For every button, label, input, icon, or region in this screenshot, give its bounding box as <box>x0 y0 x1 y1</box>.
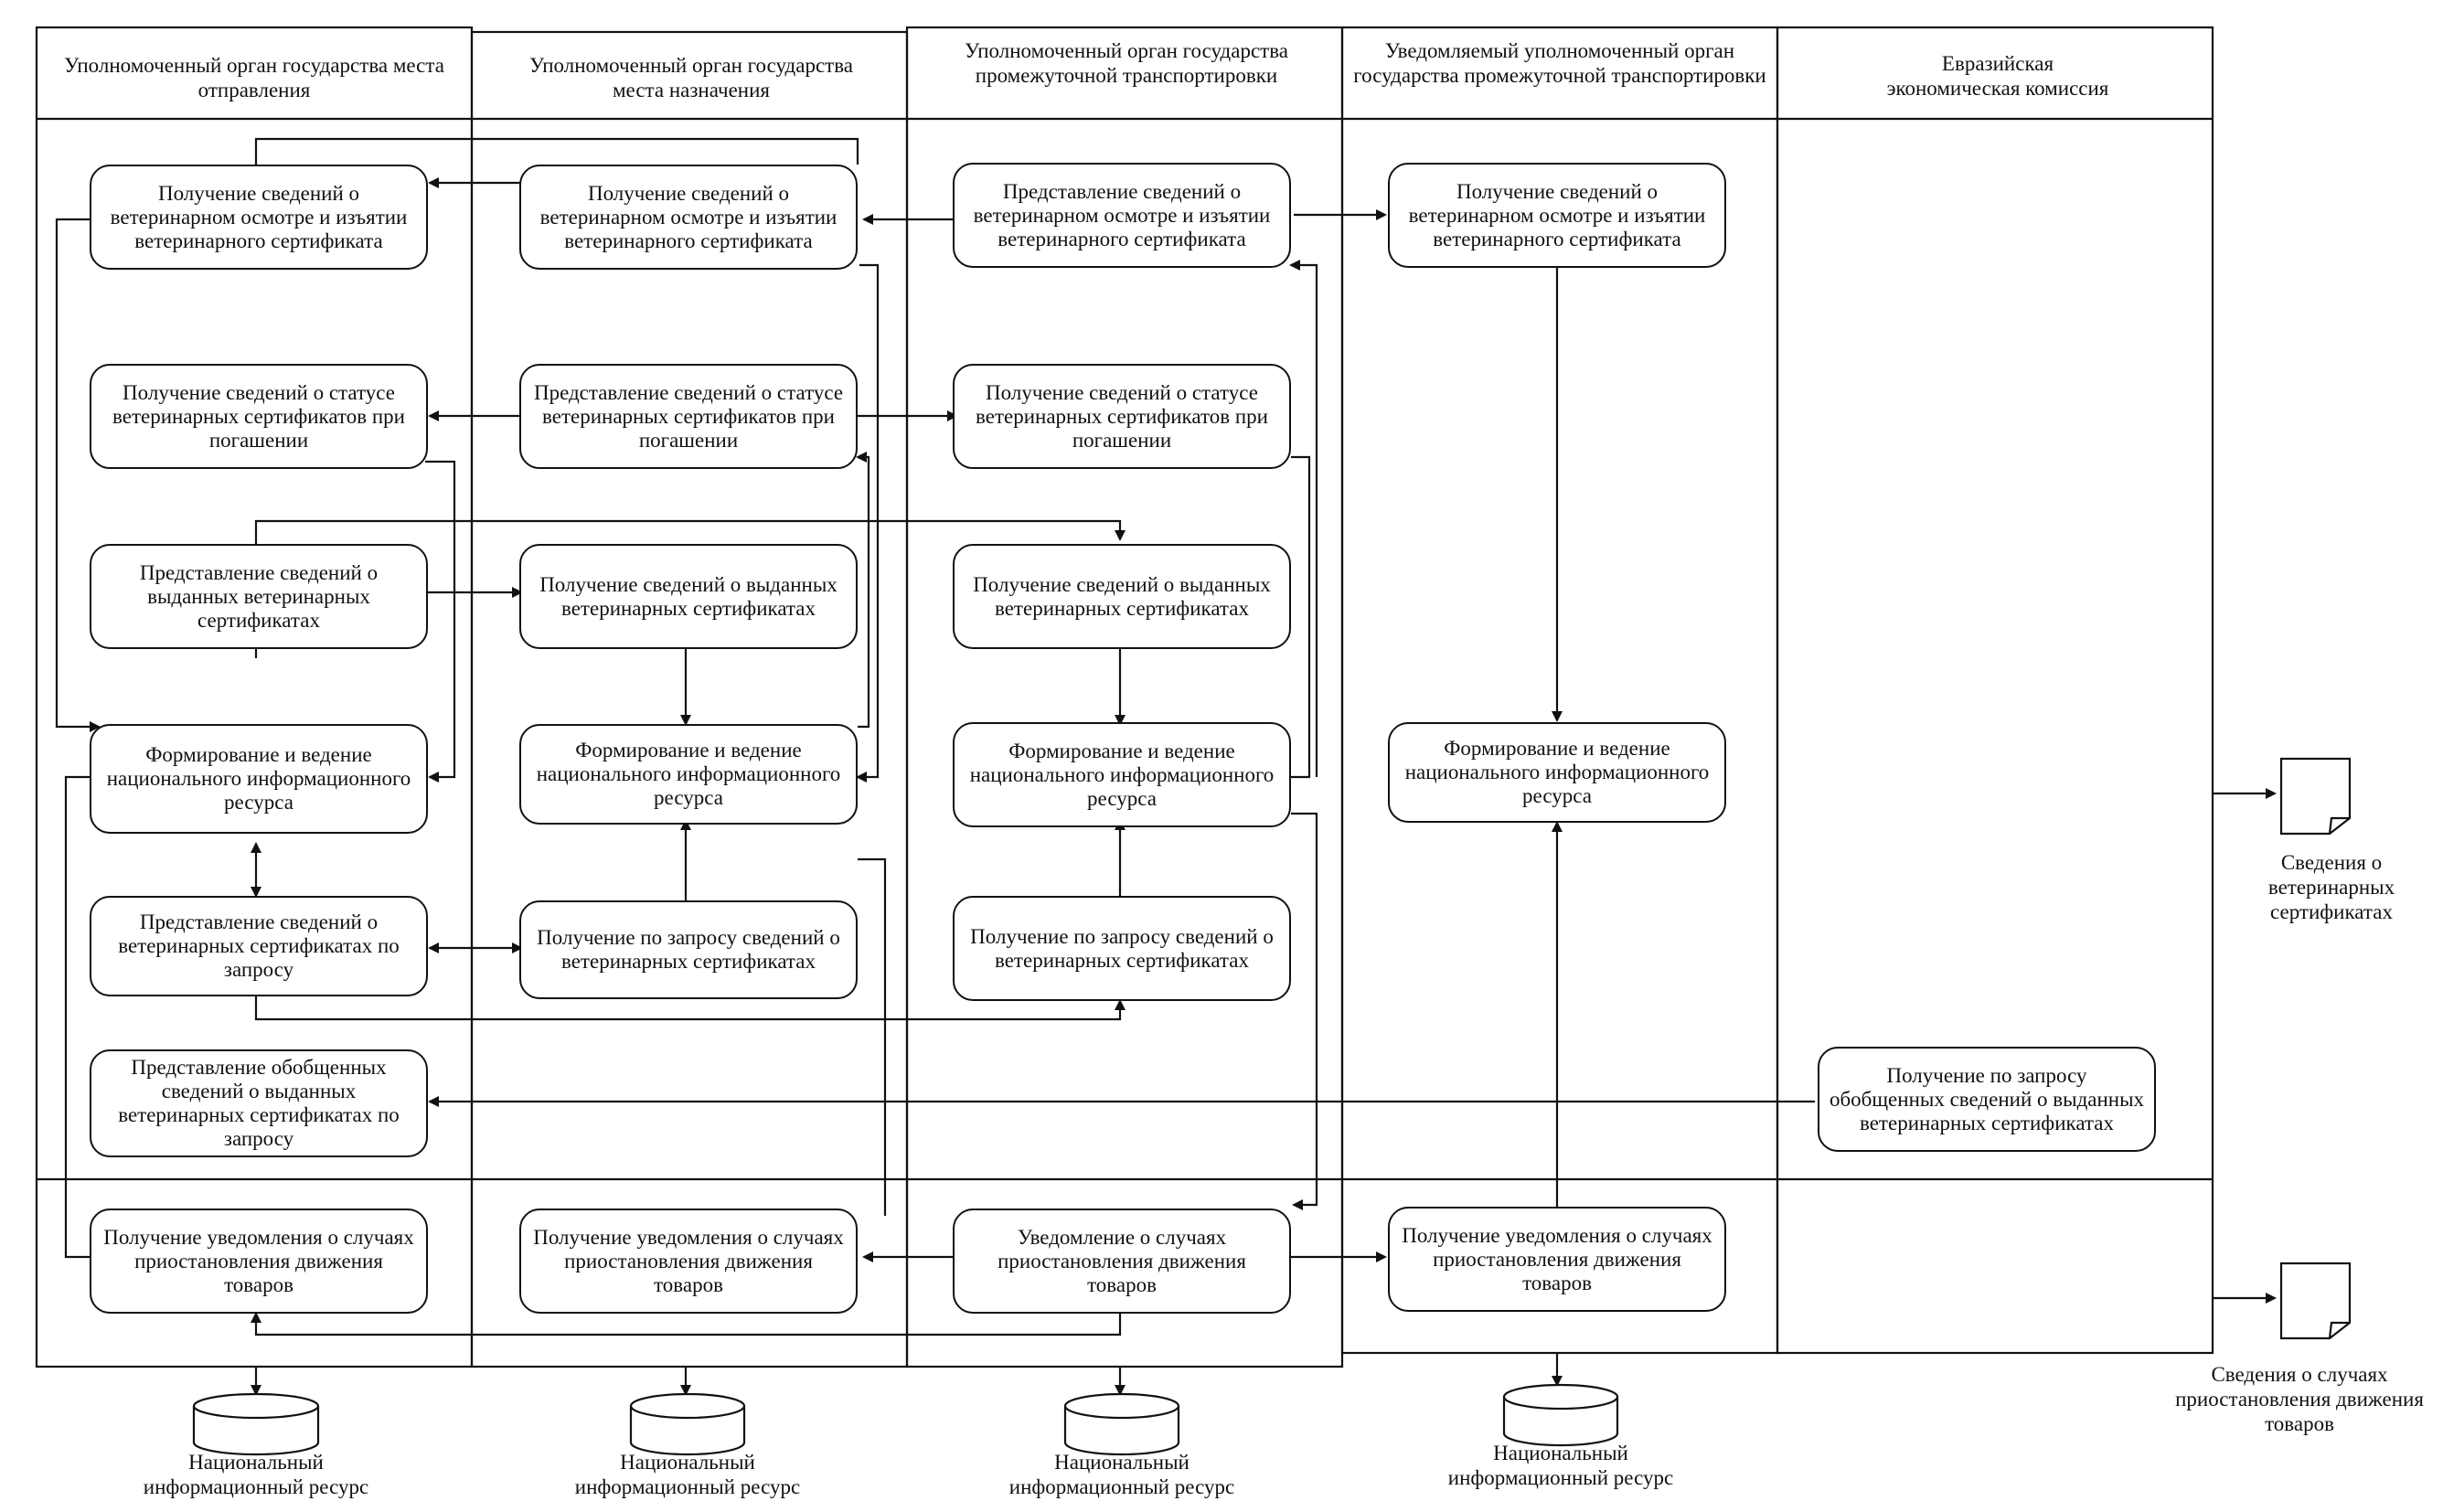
lane-title-transit: Уполномоченный орган государства промежу… <box>964 39 1288 87</box>
database-icon <box>1063 1392 1180 1456</box>
box-destination-form-resource[interactable]: Формирование и ведение национального инф… <box>519 724 858 825</box>
lane-title-eec: Евразийская экономическая комиссия <box>1886 52 2109 100</box>
box-destination-provide-status[interactable]: Представление сведений о статусе ветерин… <box>519 364 858 469</box>
box-eec-request-summary[interactable]: Получение по запросу обобщенных сведений… <box>1818 1047 2156 1152</box>
box-destination-request[interactable]: Получение по запросу сведений о ветерина… <box>519 900 858 999</box>
box-origin-provide-on-request[interactable]: Представление сведений о ветеринарных се… <box>90 896 428 996</box>
lane-frame-5 <box>1776 26 2214 1355</box>
database-label-origin: Национальный информационный ресурс <box>143 1451 369 1498</box>
database-icon <box>629 1392 746 1456</box>
box-transit-request[interactable]: Получение по запросу сведений о ветерина… <box>953 896 1291 1001</box>
database-label-destination: Национальный информационный ресурс <box>574 1451 801 1498</box>
output-label-certificates: Сведения о ветеринарных сертификатах <box>2267 851 2395 923</box>
box-origin-form-resource[interactable]: Формирование и ведение национального инф… <box>90 724 428 834</box>
box-destination-get-issued[interactable]: Получение сведений о выданных ветеринарн… <box>519 544 858 649</box>
document-icon <box>2279 1262 2352 1340</box>
database-icon <box>1502 1383 1619 1447</box>
box-notified-get-inspection[interactable]: Получение сведений о ветеринарном осмотр… <box>1388 163 1726 268</box>
box-origin-get-notice[interactable]: Получение уведомления о случаях приостан… <box>90 1209 428 1314</box>
box-origin-provide-summary[interactable]: Представление обобщенных сведений о выда… <box>90 1049 428 1157</box>
box-transit-get-status[interactable]: Получение сведений о статусе ветеринарны… <box>953 364 1291 469</box>
box-destination-get-inspection[interactable]: Получение сведений о ветеринарном осмотр… <box>519 165 858 270</box>
database-icon <box>192 1392 320 1456</box>
box-origin-provide-issued[interactable]: Представление сведений о выданных ветери… <box>90 544 428 649</box>
box-notified-form-resource[interactable]: Формирование и ведение национального инф… <box>1388 722 1726 823</box>
box-transit-notice[interactable]: Уведомление о случаях приостановления дв… <box>953 1209 1291 1314</box>
box-transit-get-issued[interactable]: Получение сведений о выданных ветеринарн… <box>953 544 1291 649</box>
box-destination-get-notice[interactable]: Получение уведомления о случаях приостан… <box>519 1209 858 1314</box>
box-origin-get-status[interactable]: Получение сведений о статусе ветеринарны… <box>90 364 428 469</box>
lane-title-notified-transit: Уведомляемый уполномоченный орган госуда… <box>1353 39 1766 87</box>
lane-title-destination: Уполномоченный орган государства места н… <box>528 54 853 101</box>
database-label-notified: Национальный информационный ресурс <box>1447 1442 1674 1489</box>
box-transit-provide-inspection[interactable]: Представление сведений о ветеринарном ос… <box>953 163 1291 268</box>
lane-title-origin: Уполномоченный орган государства места о… <box>64 54 444 101</box>
box-notified-get-notice[interactable]: Получение уведомления о случаях приостан… <box>1388 1207 1726 1312</box>
database-label-transit: Национальный информационный ресурс <box>1008 1451 1235 1498</box>
box-transit-form-resource[interactable]: Формирование и ведение национального инф… <box>953 722 1291 827</box>
box-origin-get-inspection[interactable]: Получение сведений о ветеринарном осмотр… <box>90 165 428 270</box>
output-label-suspension: Сведения о случаях приостановления движе… <box>2175 1363 2424 1435</box>
document-icon <box>2279 757 2352 836</box>
